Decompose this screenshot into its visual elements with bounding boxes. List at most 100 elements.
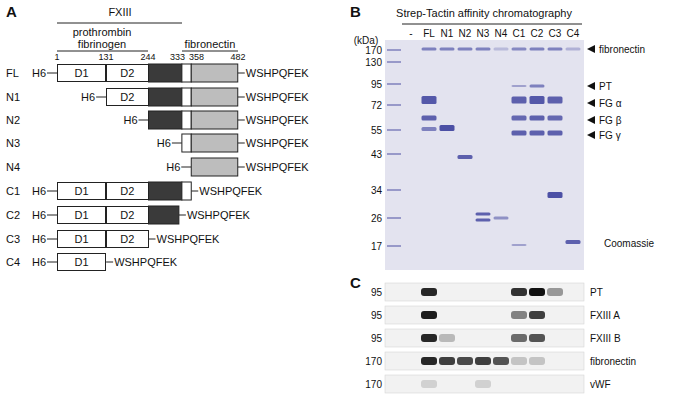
strep-tag: WSHPQFEK	[199, 185, 262, 197]
strep-tag: WSHPQFEK	[157, 233, 220, 245]
protein-band	[458, 48, 473, 51]
band-arrow	[587, 116, 595, 124]
band-label: FG γ	[599, 130, 621, 141]
his-tag: H6	[32, 67, 46, 79]
blot-label: FXIII B	[590, 333, 621, 344]
linker-line	[238, 73, 245, 74]
band-arrow	[587, 131, 595, 139]
domain-box: D1	[57, 206, 106, 224]
marker-band	[387, 61, 401, 63]
strep-tag: WSHPQFEK	[114, 256, 177, 268]
protein-band	[512, 97, 527, 104]
domain-box	[182, 111, 191, 129]
domain-box	[149, 206, 179, 224]
strep-tag: WSHPQFEK	[187, 209, 250, 221]
residue-number: 1	[54, 53, 59, 63]
lane-label: C2	[531, 28, 544, 39]
domain-box	[149, 88, 182, 106]
domain-box	[191, 134, 238, 152]
domain-name: D1	[75, 233, 89, 245]
marker-band	[387, 153, 401, 155]
marker-band	[387, 189, 401, 191]
blot-band	[421, 311, 437, 319]
marker-size: 95	[371, 310, 382, 321]
residue-number: 333	[170, 53, 185, 63]
marker-band	[387, 104, 401, 106]
lane-label: N1	[441, 28, 454, 39]
strep-tag: WSHPQFEK	[246, 67, 309, 79]
construct-name: N2	[6, 114, 20, 126]
stain-label: Coomassie	[604, 238, 654, 249]
blot-band	[439, 357, 455, 365]
residue-number: 358	[189, 53, 204, 63]
gel-image	[385, 40, 584, 270]
domain-name: D2	[120, 209, 134, 221]
axis-unit: (kDa)	[354, 35, 378, 46]
lane-label: -	[409, 28, 412, 39]
protein-band	[512, 244, 527, 246]
domain-box	[149, 64, 182, 82]
blot-band	[457, 357, 473, 365]
lane-label: C3	[549, 28, 562, 39]
linker-line	[47, 239, 57, 240]
blot-label: fibronectin	[590, 356, 636, 367]
domain-box: D1	[57, 230, 106, 248]
protein-band	[566, 240, 581, 244]
domain-name: D1	[75, 256, 89, 268]
domain-heading: FXIII	[108, 6, 131, 18]
blot-band	[421, 334, 437, 342]
protein-band	[476, 48, 491, 51]
panel-letter: C	[350, 275, 361, 292]
panel-letter: B	[350, 4, 361, 21]
lane-label: N4	[495, 28, 508, 39]
domain-box: D2	[106, 88, 148, 106]
band-label: FG α	[599, 98, 621, 109]
marker-band	[387, 83, 401, 85]
protein-band	[530, 131, 545, 136]
marker-size: 130	[365, 57, 382, 68]
blot-band	[439, 334, 455, 342]
domain-box	[191, 88, 238, 106]
domain-box	[182, 64, 191, 82]
domain-name: D2	[120, 233, 134, 245]
panel-letter: A	[6, 4, 17, 21]
marker-size: 34	[371, 185, 382, 196]
blot-band	[511, 357, 527, 365]
blot-strip	[385, 352, 584, 370]
lane-label: N3	[477, 28, 490, 39]
domain-name: D2	[120, 67, 134, 79]
his-tag: H6	[81, 91, 95, 103]
strep-tag: WSHPQFEK	[246, 91, 309, 103]
domain-box: D1	[57, 182, 106, 200]
his-tag: H6	[123, 114, 137, 126]
band-label: fibronectin	[599, 44, 645, 55]
marker-band	[387, 49, 401, 51]
construct-name: C4	[6, 256, 20, 268]
protein-band	[440, 125, 455, 131]
protein-band	[530, 116, 545, 121]
marker-size: 26	[371, 213, 382, 224]
blot-band	[475, 357, 491, 365]
blot-band	[511, 334, 527, 342]
blot-band	[529, 334, 545, 342]
domain-box	[182, 134, 191, 152]
linker-line	[172, 143, 182, 144]
blot-band	[511, 311, 527, 319]
linker-line	[191, 191, 198, 192]
protein-band	[530, 96, 545, 104]
domain-box	[149, 111, 182, 129]
protein-band	[422, 116, 437, 121]
strep-tag: WSHPQFEK	[246, 161, 309, 173]
protein-band	[566, 48, 581, 51]
linker-line	[139, 120, 149, 121]
protein-band	[548, 48, 563, 51]
domain-name: D2	[120, 185, 134, 197]
protein-band	[422, 127, 437, 131]
linker-line	[47, 262, 57, 263]
domain-heading: prothrombin fibrinogen	[67, 26, 137, 50]
band-label: FG β	[599, 115, 621, 126]
linker-line	[238, 97, 245, 98]
blot-band	[547, 288, 563, 296]
construct-name: N1	[6, 91, 20, 103]
